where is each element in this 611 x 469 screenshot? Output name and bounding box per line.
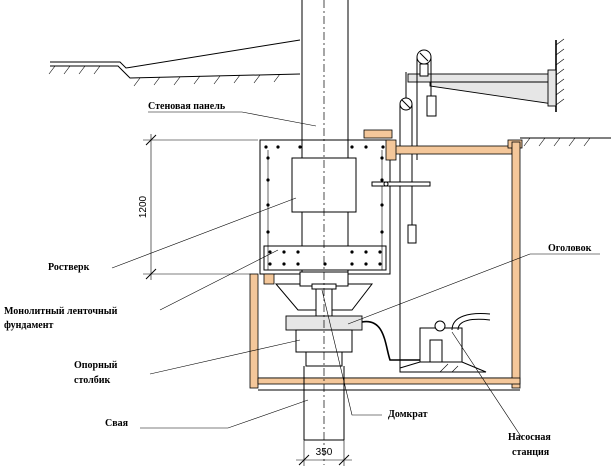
pulley-lower <box>399 72 417 370</box>
pulley-upper <box>416 49 437 160</box>
label-support-post-1: Опорный <box>74 360 118 371</box>
formwork <box>249 129 523 389</box>
label-strip-foundation-2: фундамент <box>4 320 54 331</box>
dimension-width-value: 350 <box>316 447 333 458</box>
grillage-block <box>259 139 391 275</box>
label-jack: Домкрат <box>388 409 428 420</box>
label-pile: Свая <box>105 418 129 429</box>
rebar-dots <box>264 145 385 270</box>
excavation-floor <box>257 377 521 391</box>
wall-panel-column <box>301 0 349 140</box>
label-strip-foundation-1: Монолитный ленточный <box>4 306 118 317</box>
dimension-height: 1200 <box>138 134 258 280</box>
dimension-height-value: 1200 <box>138 195 149 218</box>
label-pump-1: Насосная <box>508 432 551 443</box>
pump-station <box>399 313 491 373</box>
hydraulic-hose <box>361 320 440 361</box>
ground-left <box>48 39 301 87</box>
label-support-post-2: столбик <box>74 375 110 386</box>
label-grillage: Ростверк <box>48 262 90 273</box>
leader-lines <box>111 111 600 439</box>
level-bar <box>371 181 431 187</box>
label-pump-2: станция <box>512 447 550 458</box>
label-wall-panel: Стеновая панель <box>148 101 226 112</box>
label-pile-cap: Оголовок <box>548 243 592 254</box>
dimension-width: 350 <box>296 440 352 466</box>
cantilever-beam <box>407 69 557 107</box>
